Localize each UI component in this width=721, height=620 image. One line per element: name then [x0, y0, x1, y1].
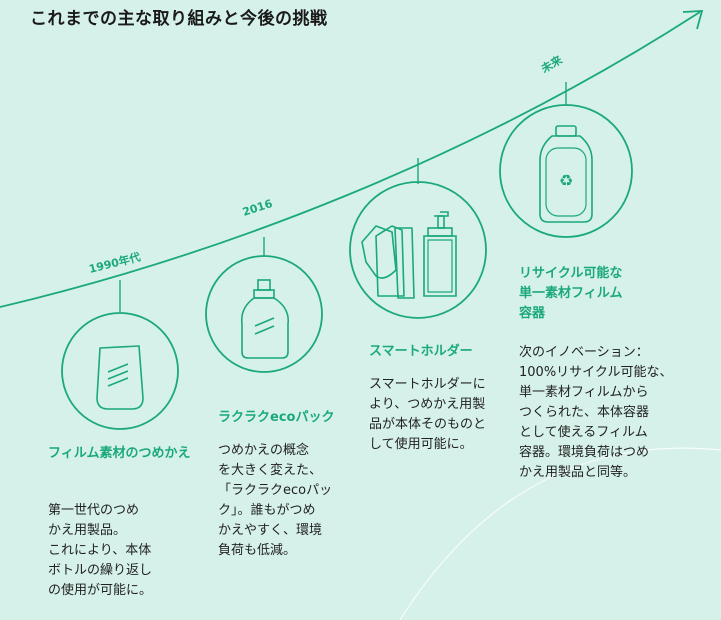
- timeline-label-future: 未来: [538, 52, 566, 76]
- item-3-heading: スマートホルダー: [369, 342, 473, 362]
- timeline-label-2016: 2016: [241, 197, 274, 219]
- item-4-heading: リサイクル可能な 単一素材フィルム 容器: [519, 264, 622, 324]
- item-3-description: スマートホルダーに より、つめかえ用製 品が本体そのものと して使用可能に。: [369, 375, 486, 455]
- smart-holder-icon: [350, 182, 486, 318]
- item-1-heading: フィルム素材のつめかえ: [48, 444, 190, 464]
- film-pouch-icon: [62, 313, 178, 429]
- item-2-heading: ラクラクecoパック: [218, 408, 334, 428]
- item-2-description: つめかえの概念 を大きく変えた、 「ラクラクecoパッ ク」。誰もがつめ かえや…: [218, 441, 332, 561]
- item-1-description: 第一世代のつめ かえ用製品。 これにより、本体 ボトルの繰り返し の使用が可能に…: [48, 501, 152, 601]
- recycle-icon: ♻: [559, 171, 573, 190]
- item-4-description: 次のイノベーション： 100%リサイクル可能な、 単一素材フィルムから つくられ…: [519, 343, 673, 483]
- spout-pouch-icon: [206, 256, 322, 372]
